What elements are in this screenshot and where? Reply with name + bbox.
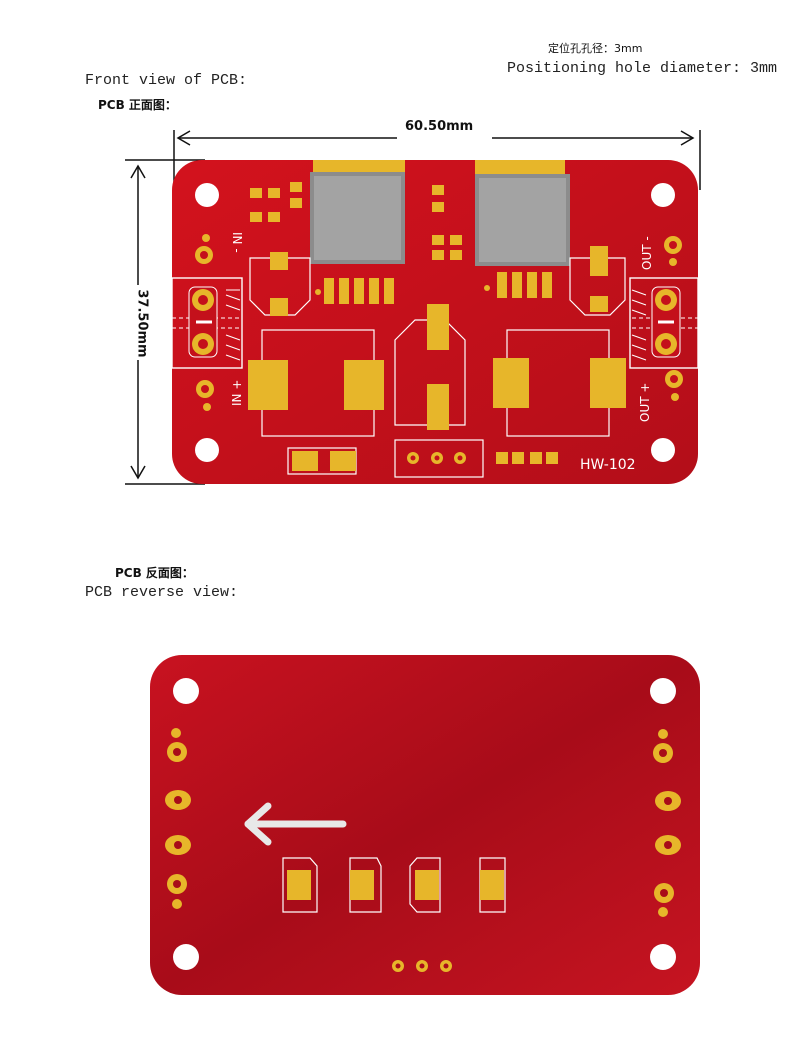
front-mounting-holes: [195, 183, 675, 462]
out-plus-label: OUT +: [638, 382, 652, 422]
ic-pads-right: [484, 272, 552, 298]
in-plus-label: IN +: [230, 379, 244, 406]
model-label: HW-102: [580, 457, 636, 473]
capacitor-pads: [248, 304, 626, 471]
inductor-right: [475, 174, 570, 266]
diode-right: [569, 257, 626, 316]
back-mounting-holes: [173, 678, 676, 970]
height-dimension-arrow: [125, 159, 205, 485]
hole-diameter-en: Positioning hole diameter: 3mm: [507, 60, 778, 77]
back-board: [150, 655, 700, 995]
in-minus-label: IN -: [230, 232, 244, 253]
front-view-title-cn: PCB 正面图：: [98, 98, 177, 112]
inductor-left: [310, 172, 405, 264]
diode-left: [249, 257, 311, 316]
out-minus-label: OUT -: [640, 236, 654, 270]
width-dimension-label: 60.50mm: [405, 119, 474, 134]
reverse-view-title-en: PCB reverse view:: [85, 584, 239, 601]
hole-diameter-cn: 定位孔孔径：3mm: [548, 42, 643, 55]
smd-pads-top: [250, 182, 462, 260]
direction-arrow-icon: [244, 802, 347, 846]
front-view-title-en: Front view of PCB:: [85, 72, 248, 89]
ic-pads-left: [315, 278, 394, 304]
reverse-view-title-cn: PCB 反面图：: [115, 566, 194, 580]
back-smd-pads: [287, 870, 504, 900]
